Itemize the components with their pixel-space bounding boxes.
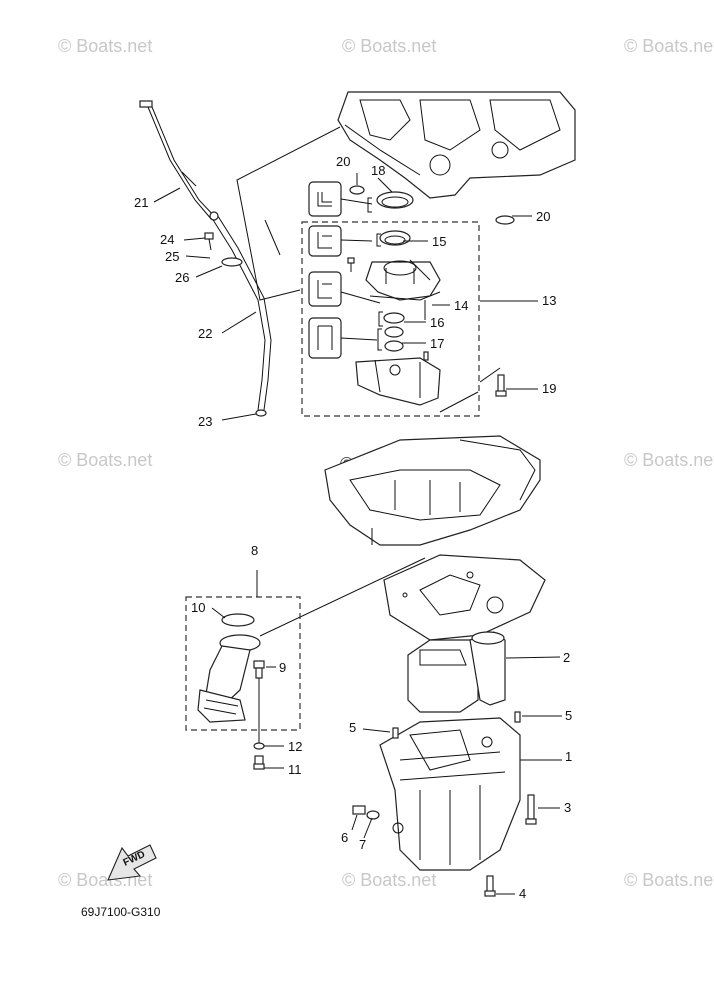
callout-8: 8 — [251, 543, 258, 558]
exhaust-guide — [324, 435, 541, 546]
callout-25: 25 — [165, 249, 179, 264]
bolt-4 — [484, 875, 496, 897]
bolt-9 — [253, 660, 265, 745]
callout-20b: 20 — [536, 209, 550, 224]
washer-12 — [253, 742, 265, 750]
engine-block — [337, 91, 576, 199]
watermark: © Boats.net — [624, 870, 714, 890]
leader-8 — [259, 557, 426, 637]
callout-13: 13 — [542, 293, 556, 308]
seal-details — [308, 181, 383, 359]
seal-stack — [349, 185, 515, 352]
callout-15: 15 — [432, 234, 446, 249]
callout-24: 24 — [160, 232, 174, 247]
callout-11: 11 — [288, 762, 302, 777]
oil-strainer — [197, 613, 261, 723]
bolt-11 — [253, 755, 265, 770]
assembly-13-box — [301, 221, 480, 417]
callout-3: 3 — [564, 800, 571, 815]
upper-housing — [347, 257, 441, 301]
watermark: © Boats.net — [58, 870, 152, 890]
callout-19: 19 — [542, 381, 556, 396]
oil-pan — [379, 717, 521, 871]
callout-14: 14 — [454, 298, 468, 313]
callout-7: 7 — [359, 837, 366, 852]
assembly-8-box — [185, 596, 301, 731]
watermark: © Boats.net — [342, 870, 436, 890]
watermark: © Boats.net — [58, 36, 152, 56]
callout-20a: 20 — [336, 154, 350, 169]
callout-12: 12 — [288, 739, 302, 754]
callout-16: 16 — [430, 315, 444, 330]
dipstick-guide-tube — [209, 211, 272, 417]
callout-numbers: 1 2 3 4 5 5 6 7 8 9 10 11 12 13 14 15 16… — [134, 154, 572, 901]
diagram-code: 69J7100-G310 — [81, 905, 161, 919]
callout-5b: 5 — [565, 708, 572, 723]
watermark: © Boats.net — [624, 36, 714, 56]
dowel-pins — [392, 711, 521, 739]
gasket — [383, 554, 546, 641]
callout-2: 2 — [563, 650, 570, 665]
watermark: © Boats.net — [624, 450, 714, 470]
watermark: © Boats.net — [342, 36, 436, 56]
callout-18: 18 — [371, 163, 385, 178]
bolt-24 — [204, 232, 214, 251]
callout-23: 23 — [198, 414, 212, 429]
callout-4: 4 — [519, 886, 526, 901]
callout-1: 1 — [565, 749, 572, 764]
callout-6: 6 — [341, 830, 348, 845]
drain-plug — [352, 805, 380, 820]
callout-5a: 5 — [349, 720, 356, 735]
callout-17: 17 — [430, 336, 444, 351]
lower-housing — [355, 351, 441, 406]
callout-22: 22 — [198, 326, 212, 341]
callout-10: 10 — [191, 600, 205, 615]
bracket-lines — [236, 126, 341, 301]
callout-9: 9 — [279, 660, 286, 675]
bolt-19 — [439, 367, 507, 413]
callout-26: 26 — [175, 270, 189, 285]
bolt-3 — [525, 794, 537, 825]
watermark: © Boats.net — [58, 450, 152, 470]
dipstick — [139, 100, 217, 221]
fwd-arrow-icon: FWD — [107, 844, 157, 881]
callout-21: 21 — [134, 195, 148, 210]
callout-leaders — [153, 173, 562, 895]
muffler — [407, 631, 506, 713]
